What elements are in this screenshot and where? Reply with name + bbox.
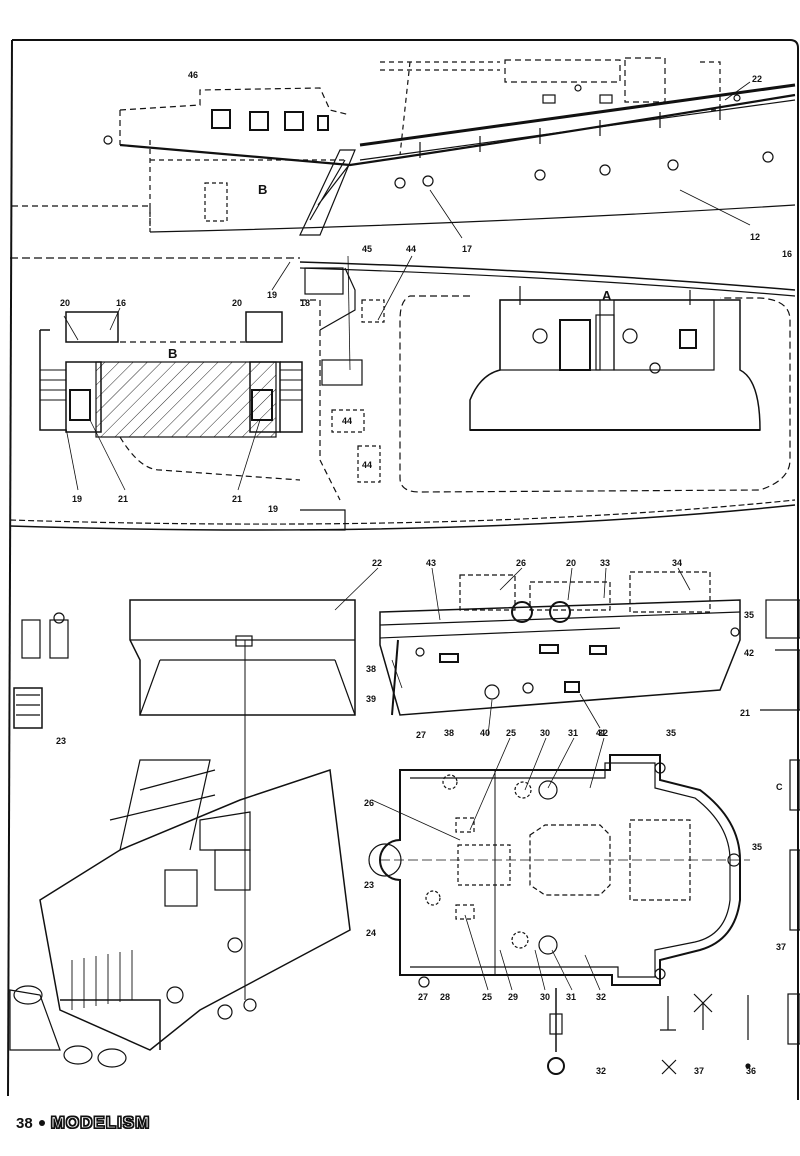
profile-view bbox=[12, 57, 796, 239]
label: 16 bbox=[782, 249, 792, 259]
label: 32 bbox=[596, 1066, 606, 1076]
label: 44 bbox=[342, 416, 352, 426]
label: 35 bbox=[752, 842, 762, 852]
label: 16 bbox=[116, 298, 126, 308]
label: 21 bbox=[232, 494, 242, 504]
superstructure-outline bbox=[119, 87, 351, 145]
label: 32 bbox=[598, 728, 608, 738]
label: 39 bbox=[366, 694, 376, 704]
label: 38 bbox=[444, 728, 454, 738]
label: 20 bbox=[566, 558, 576, 568]
details bbox=[9, 567, 800, 1075]
isometric-view bbox=[9, 759, 351, 1068]
label: C bbox=[776, 782, 783, 792]
label: 20 bbox=[232, 298, 242, 308]
label: 24 bbox=[366, 928, 376, 938]
label: 12 bbox=[750, 232, 760, 242]
label: 38 bbox=[366, 664, 376, 674]
deck-edge-lower bbox=[9, 504, 796, 531]
label: 45 bbox=[362, 244, 372, 254]
label: 40 bbox=[480, 728, 490, 738]
magazine-logo: MODELISM bbox=[50, 1112, 151, 1132]
deckhouse-plan bbox=[379, 754, 741, 986]
label: 19 bbox=[267, 290, 277, 300]
left-border bbox=[7, 39, 13, 1097]
label: 37 bbox=[776, 942, 786, 952]
deck-edge-upper bbox=[299, 261, 796, 291]
label: 42 bbox=[744, 648, 754, 658]
label: 41 bbox=[596, 728, 606, 738]
label: 35 bbox=[666, 728, 676, 738]
label: 20 bbox=[60, 298, 70, 308]
hull-sheer bbox=[119, 93, 796, 167]
label: 31 bbox=[568, 728, 578, 738]
hold-outline bbox=[399, 295, 791, 493]
label: 17 bbox=[462, 244, 472, 254]
label: B bbox=[258, 182, 267, 197]
label: 27 bbox=[418, 992, 428, 1002]
label: 30 bbox=[540, 728, 550, 738]
label: 26 bbox=[364, 798, 374, 808]
label: 18 bbox=[300, 298, 310, 308]
label: 23 bbox=[364, 880, 374, 890]
label: 21 bbox=[118, 494, 128, 504]
label: 32 bbox=[596, 992, 606, 1002]
label: 44 bbox=[362, 460, 372, 470]
label: A bbox=[602, 288, 612, 303]
label: B bbox=[168, 346, 177, 361]
label: 28 bbox=[440, 992, 450, 1002]
label: 30 bbox=[540, 992, 550, 1002]
label: 33 bbox=[600, 558, 610, 568]
label: 26 bbox=[516, 558, 526, 568]
label: 34 bbox=[672, 558, 682, 568]
page-border bbox=[12, 39, 799, 1100]
label: 21 bbox=[740, 708, 750, 718]
label: 37 bbox=[694, 1066, 704, 1076]
label: 23 bbox=[56, 736, 66, 746]
page-footer: 38 MODELISM bbox=[16, 1110, 150, 1136]
label: 19 bbox=[72, 494, 82, 504]
bullet-icon bbox=[38, 1120, 45, 1126]
deck-plan bbox=[9, 255, 796, 531]
label: 19 bbox=[268, 504, 278, 514]
page-number: 38 bbox=[16, 1114, 33, 1132]
label: 22 bbox=[752, 74, 762, 84]
label: 27 bbox=[416, 730, 426, 740]
label: 43 bbox=[426, 558, 436, 568]
label: 29 bbox=[508, 992, 518, 1002]
deckhouse-b-hatched bbox=[95, 361, 277, 438]
bulwark-rail bbox=[359, 83, 796, 147]
deckhouse-elevation bbox=[379, 599, 741, 716]
label: 25 bbox=[506, 728, 516, 738]
label: 25 bbox=[482, 992, 492, 1002]
deckhouse-a bbox=[469, 299, 761, 431]
label: 44 bbox=[406, 244, 416, 254]
label: 36 bbox=[746, 1066, 756, 1076]
label: 46 bbox=[188, 70, 198, 80]
label: 22 bbox=[372, 558, 382, 568]
detail-22 bbox=[129, 599, 356, 716]
hull-waterline bbox=[149, 204, 796, 233]
label: 35 bbox=[744, 610, 754, 620]
label: 31 bbox=[566, 992, 576, 1002]
